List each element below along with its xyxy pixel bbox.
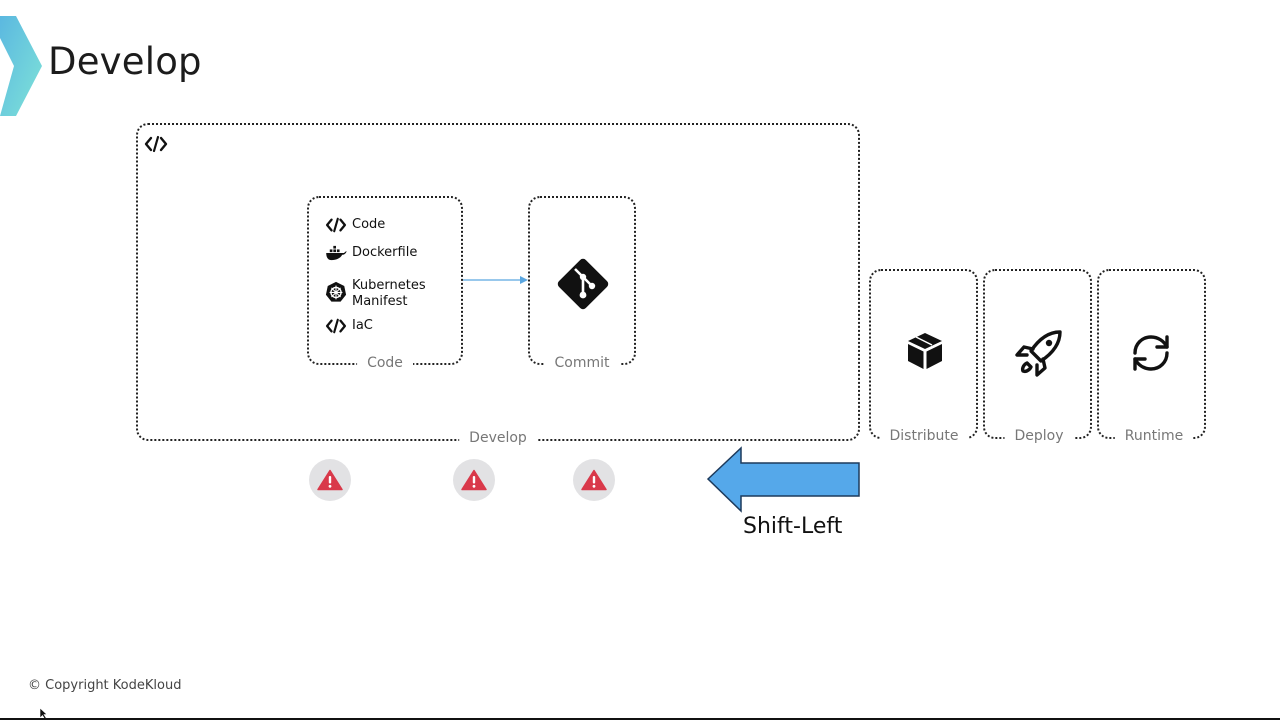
bottom-border (0, 718, 1280, 720)
list-item: Code (325, 217, 385, 233)
list-item: IaC (325, 318, 373, 334)
warning-badge (309, 459, 351, 501)
list-item: Kubernetes Manifest (325, 278, 426, 310)
distribute-stage-label: Distribute (879, 428, 969, 444)
warning-badge (453, 459, 495, 501)
git-icon (557, 258, 609, 310)
commit-box: Commit (528, 196, 636, 371)
copyright-text: © Copyright KodeKloud (28, 678, 182, 693)
item-label: Dockerfile (352, 245, 418, 260)
kubernetes-helm-icon (325, 281, 347, 302)
item-label-line1: Kubernetes (352, 278, 426, 293)
shift-left-label: Shift-Left (743, 514, 843, 539)
code-box: Code Dockerfile Kubernetes Manifest (307, 196, 463, 371)
distribute-stage-box: Distribute (869, 269, 978, 444)
deploy-stage-box: Deploy (983, 269, 1092, 444)
runtime-stage-box: Runtime (1097, 269, 1206, 444)
code-brackets-icon (144, 135, 168, 153)
item-label: IaC (352, 318, 373, 333)
code-box-label: Code (357, 355, 413, 371)
deploy-stage-label: Deploy (1004, 428, 1074, 444)
warning-triangle-icon (461, 469, 487, 491)
warning-triangle-icon (317, 469, 343, 491)
package-box-icon (908, 333, 942, 369)
docker-whale-icon (326, 245, 347, 261)
warning-badge (573, 459, 615, 501)
page-title: Develop (48, 40, 202, 83)
item-label: Kubernetes Manifest (352, 278, 426, 310)
develop-stage-label: Develop (459, 430, 537, 446)
develop-stage-box: Develop (136, 123, 860, 446)
item-label-line2: Manifest (352, 294, 408, 309)
shift-left-arrow (706, 446, 860, 513)
code-brackets-icon (325, 217, 347, 233)
chevron-logo-icon (0, 16, 42, 116)
code-brackets-icon (325, 318, 347, 334)
refresh-cycle-icon (1133, 335, 1169, 371)
warning-triangle-icon (581, 469, 607, 491)
flow-arrow (463, 276, 528, 284)
item-label: Code (352, 217, 386, 232)
commit-box-label: Commit (544, 355, 620, 371)
list-item: Dockerfile (325, 245, 417, 261)
runtime-stage-label: Runtime (1114, 428, 1194, 444)
rocket-icon (1015, 330, 1062, 377)
